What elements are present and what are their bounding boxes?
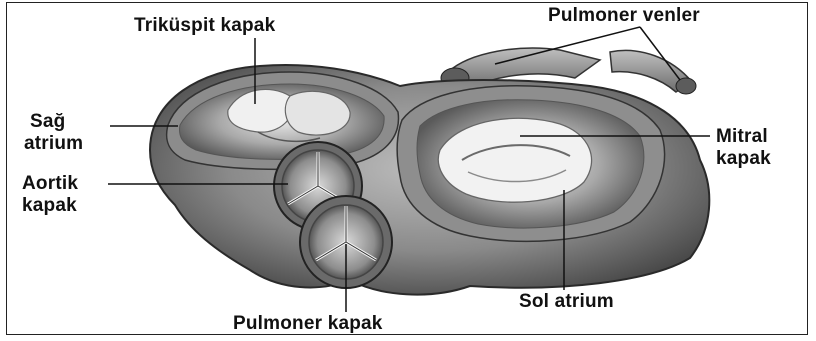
label-pulmonary-valve: Pulmoner kapak	[233, 314, 383, 334]
label-aortic-valve-line2: kapak	[22, 196, 77, 216]
label-right-atrium-line1: Sağ	[30, 112, 65, 132]
label-mitral-valve-line1: Mitral	[716, 127, 768, 147]
label-tricuspid-valve: Triküspit kapak	[134, 16, 275, 36]
left-atrium-shape	[397, 86, 664, 241]
label-right-atrium-line2: atrium	[24, 134, 83, 154]
label-aortic-valve-line1: Aortik	[22, 174, 78, 194]
label-mitral-valve-line2: kapak	[716, 149, 771, 169]
label-left-atrium: Sol atrium	[519, 292, 614, 312]
label-pulmonary-veins: Pulmoner venler	[548, 6, 700, 26]
